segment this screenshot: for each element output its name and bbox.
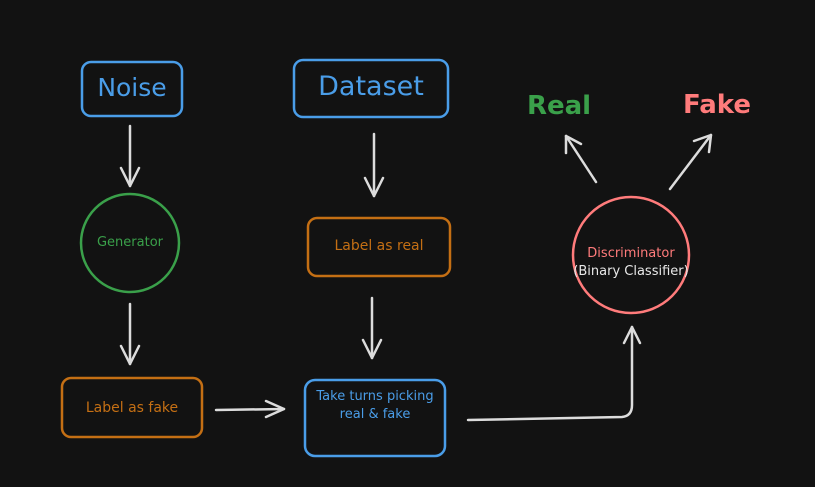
- noise-box: [80, 60, 184, 118]
- take-turns-text: Take turns picking real & fake: [316, 389, 434, 422]
- label-fake-text: Label as fake: [85, 400, 179, 416]
- dataset-label: Dataset: [318, 71, 424, 102]
- discriminator-circle: [571, 195, 691, 315]
- arrow-dataset-to-label-real: [363, 132, 385, 198]
- label-fake-box: [60, 376, 204, 439]
- discriminator-sublabel: (Binary Classifier): [573, 264, 689, 279]
- arrow-discriminator-to-real: [564, 134, 598, 184]
- arrow-label-fake-to-take-turns: [214, 399, 286, 419]
- generator-circle: [79, 192, 181, 294]
- real-output-label: Real: [526, 91, 592, 121]
- fake-output-label: Fake: [682, 90, 751, 120]
- dataset-box: [292, 58, 450, 119]
- discriminator-label: Discriminator: [587, 246, 675, 261]
- arrow-label-real-to-take-turns: [361, 296, 383, 360]
- arrow-take-turns-to-discriminator: [466, 325, 642, 422]
- generator-label: Generator: [96, 235, 163, 250]
- noise-label: Noise: [97, 73, 167, 102]
- take-turns-box: [303, 378, 447, 458]
- arrow-generator-to-label-fake: [119, 302, 141, 366]
- arrow-noise-to-generator: [119, 124, 141, 188]
- label-real-text: Label as real: [334, 238, 424, 254]
- label-real-box: [306, 216, 452, 278]
- arrow-discriminator-to-fake: [668, 133, 713, 191]
